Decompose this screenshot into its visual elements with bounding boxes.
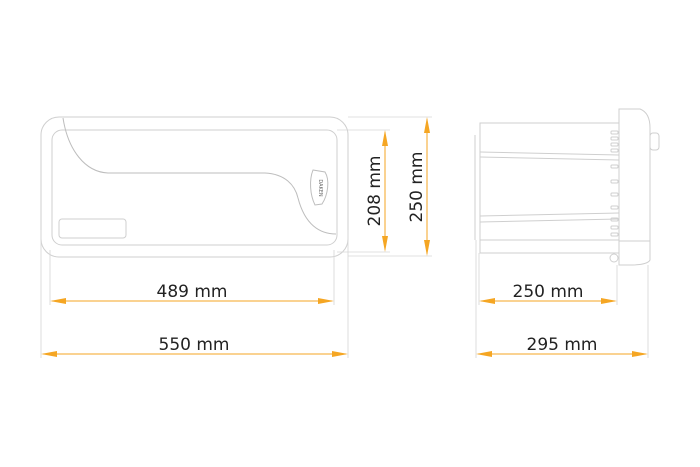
dimension-208: 208 mm [365, 130, 388, 252]
dimension-295: 295 mm [476, 335, 648, 357]
side-view: 250 mm 295 mm [474, 108, 660, 358]
depth-outer-label: 295 mm [527, 335, 598, 355]
lock-handle: DAKEN [310, 169, 329, 206]
depth-inner-label: 250 mm [513, 282, 584, 302]
side-body [479, 122, 620, 254]
dimension-250-depth: 250 mm [479, 282, 617, 304]
dimension-489: 489 mm [50, 282, 334, 304]
door-curve [62, 117, 337, 235]
dimension-550: 550 mm [41, 335, 348, 357]
front-view: DAKEN 489 mm 550 mm 208 mm [40, 116, 432, 358]
front-inner-frame [51, 129, 338, 246]
height-outer-label: 250 mm [407, 152, 427, 223]
dimension-250-height: 250 mm [407, 117, 430, 256]
side-knob [649, 132, 660, 151]
front-outer-frame [40, 116, 349, 258]
side-flange [618, 108, 651, 266]
width-inner-label: 489 mm [157, 282, 228, 302]
label-plate [58, 218, 127, 239]
logo: DAKEN [317, 179, 323, 197]
height-inner-label: 208 mm [365, 156, 385, 227]
width-outer-label: 550 mm [159, 335, 230, 355]
